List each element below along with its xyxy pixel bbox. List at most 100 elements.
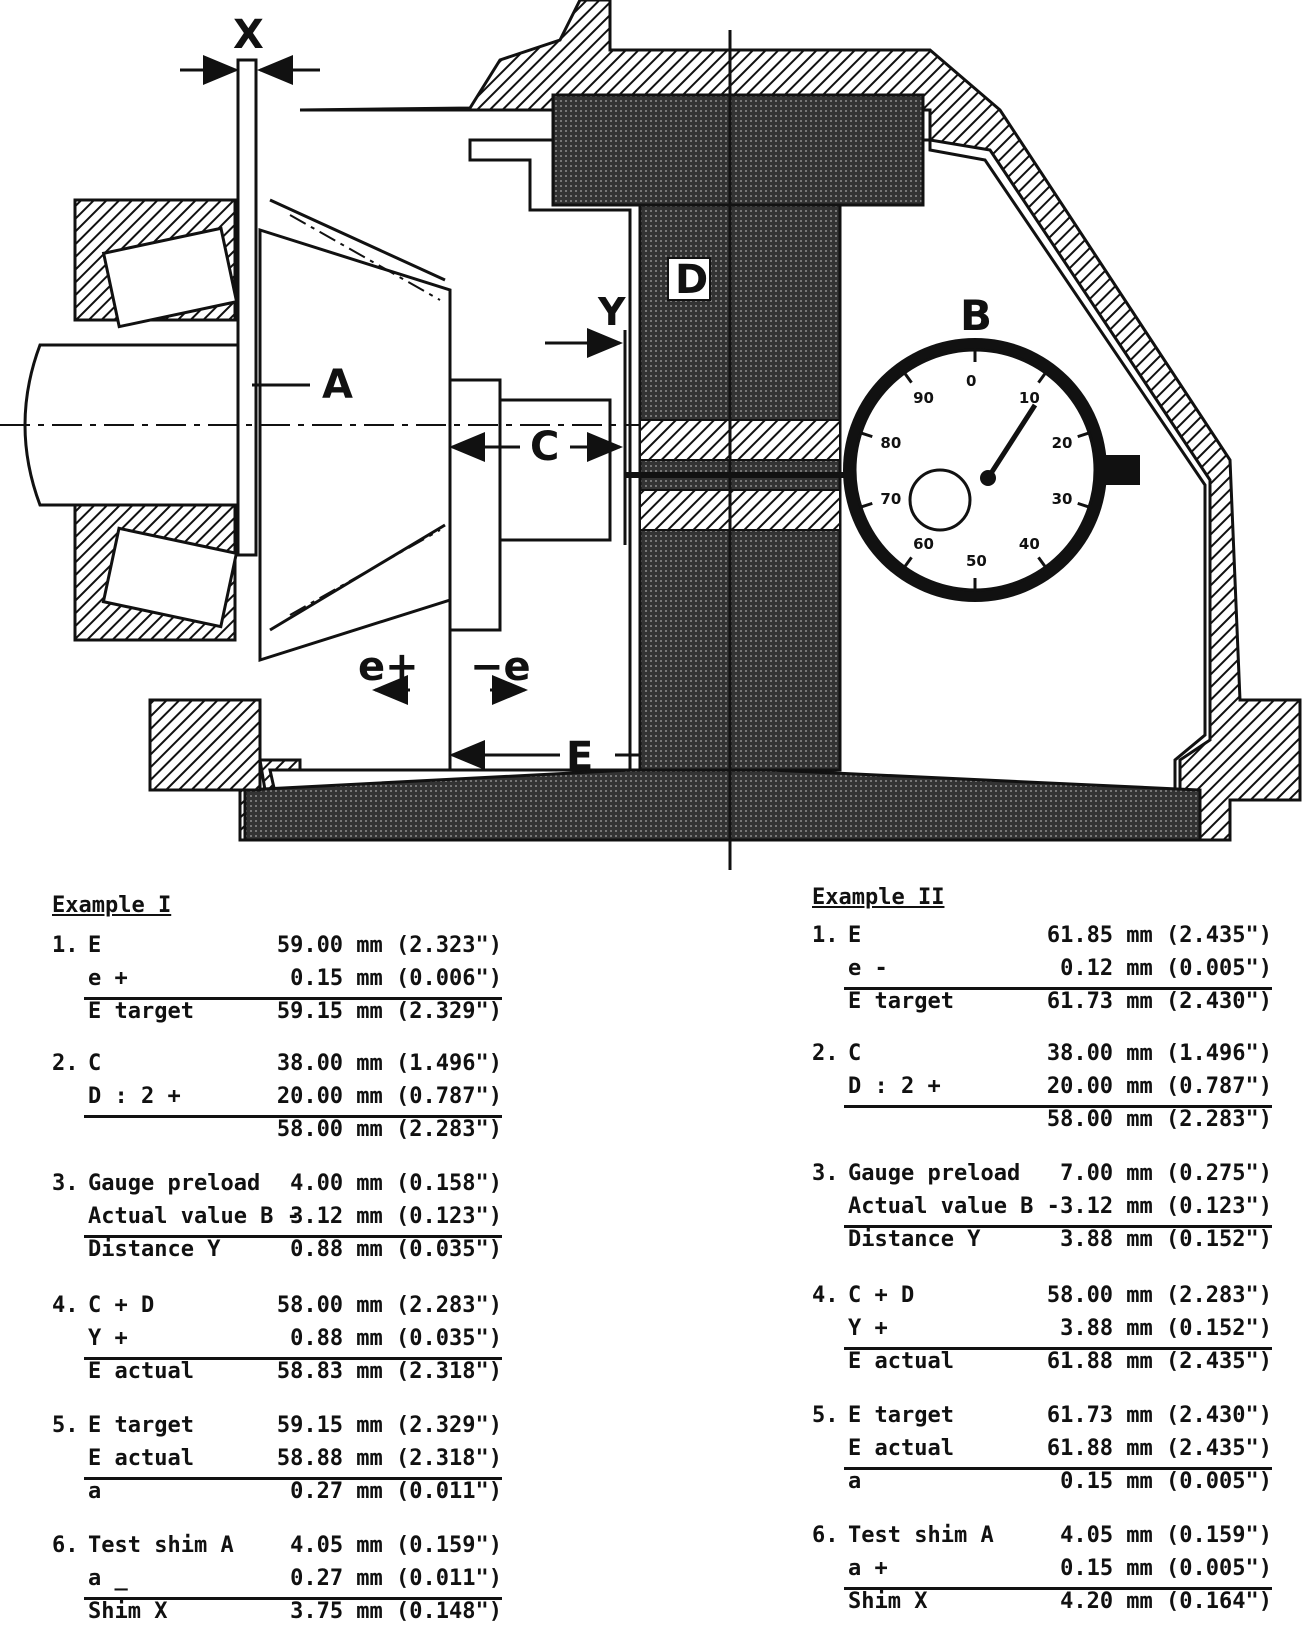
- label-y: Y: [597, 290, 626, 334]
- step-value: 61.73 mm (2.430"): [1046, 989, 1272, 1014]
- step-label: Gauge preload: [88, 1171, 261, 1196]
- step-label: e -: [848, 956, 888, 981]
- step-row: Y + 3.88 mm (0.152"): [812, 1318, 1272, 1348]
- step-row: 4. C + D 58.00 mm (2.283"): [52, 1295, 502, 1325]
- step-value: 0.27 mm (0.011"): [290, 1566, 502, 1591]
- step-value: 3.12 mm (0.123"): [1060, 1194, 1272, 1219]
- label-b: B: [960, 291, 992, 340]
- label-e-plus: e+: [358, 644, 419, 690]
- step-value: 59.00 mm (2.323"): [276, 933, 502, 958]
- step-label: E actual: [88, 1446, 194, 1471]
- sum-rule: [844, 1587, 1272, 1590]
- step-number: 6.: [812, 1523, 839, 1548]
- step-value: 0.27 mm (0.011"): [290, 1479, 502, 1504]
- step-number: 5.: [812, 1403, 839, 1428]
- step-row: 3. Gauge preload 7.00 mm (0.275"): [812, 1163, 1272, 1193]
- step-label: Shim X: [88, 1599, 168, 1624]
- dial-tick: [1037, 372, 1047, 384]
- step-label: a +: [848, 1556, 888, 1581]
- step-label: E target: [848, 989, 954, 1014]
- step-row: Y + 0.88 mm (0.035"): [52, 1328, 502, 1358]
- step-value: 38.00 mm (1.496"): [1046, 1041, 1272, 1066]
- step-value: 59.15 mm (2.329"): [276, 1413, 502, 1438]
- dial-tick: [860, 431, 873, 439]
- step-value: 4.20 mm (0.164"): [1060, 1589, 1272, 1614]
- step-label: Y +: [848, 1316, 888, 1341]
- step-value: 20.00 mm (0.787"): [1046, 1074, 1272, 1099]
- step-value: 58.83 mm (2.318"): [276, 1359, 502, 1384]
- step-label: Gauge preload: [848, 1161, 1021, 1186]
- step-number: 3.: [52, 1171, 79, 1196]
- step-label: C: [848, 1041, 862, 1066]
- label-a: A: [322, 362, 353, 408]
- step-label: Y +: [88, 1326, 128, 1351]
- step-row: 3. Gauge preload 4.00 mm (0.158"): [52, 1173, 502, 1203]
- step-value: 20.00 mm (0.787"): [276, 1084, 502, 1109]
- dial-number: 0: [966, 372, 976, 390]
- step-label: a: [848, 1469, 862, 1494]
- sum-rule: [84, 1357, 502, 1360]
- label-minus-e: −e: [470, 644, 531, 690]
- step-row: e +0.15 mm (0.006"): [52, 968, 502, 998]
- dial-number: 50: [966, 552, 987, 570]
- example1-title: Example I: [52, 893, 172, 918]
- step-row: a +0.15 mm (0.005"): [812, 1558, 1272, 1588]
- step-value: 58.00 mm (2.283"): [276, 1293, 502, 1318]
- step-value: 61.88 mm (2.435"): [1046, 1436, 1272, 1461]
- dial-number: 30: [1052, 490, 1073, 508]
- step-row: E actual 61.88 mm (2.435"): [812, 1438, 1272, 1468]
- step-row: Shim X 3.75 mm (0.148"): [52, 1601, 502, 1631]
- step-label: E: [88, 933, 102, 958]
- step-value: 61.73 mm (2.430"): [1046, 1403, 1272, 1428]
- step-value: 7.00 mm (0.275"): [1060, 1161, 1272, 1186]
- step-label: Test shim A: [848, 1523, 994, 1548]
- step-label: Actual value B -: [848, 1194, 1060, 1219]
- step-label: C + D: [848, 1283, 915, 1308]
- step-row: 58.00 mm (2.283"): [812, 1109, 1272, 1139]
- dial-number: 20: [1052, 434, 1073, 452]
- step-number: 4.: [812, 1283, 839, 1308]
- sum-rule: [84, 1477, 502, 1480]
- step-label: a: [88, 1479, 102, 1504]
- step-row: Shim X 4.20 mm (0.164"): [812, 1591, 1272, 1621]
- dimension-lines: [180, 55, 640, 770]
- sum-rule: [844, 1467, 1272, 1470]
- sum-rule: [84, 1597, 502, 1600]
- step-row: a _0.27 mm (0.011"): [52, 1568, 502, 1598]
- step-label: Shim X: [848, 1589, 928, 1614]
- step-number: 4.: [52, 1293, 79, 1318]
- step-value: 0.88 mm (0.035"): [290, 1326, 502, 1351]
- step-number: 6.: [52, 1533, 79, 1558]
- step-value: 3.88 mm (0.152"): [1060, 1316, 1272, 1341]
- step-row: 4. C + D 58.00 mm (2.283"): [812, 1285, 1272, 1315]
- dial-number: 90: [913, 389, 934, 407]
- step-number: 2.: [52, 1051, 79, 1076]
- step-row: e - 0.12 mm (0.005"): [812, 958, 1272, 988]
- dial-tick: [860, 501, 873, 509]
- step-label: C + D: [88, 1293, 155, 1318]
- sum-rule: [844, 1225, 1272, 1228]
- step-row: Actual value B -3.12 mm (0.123"): [812, 1196, 1272, 1226]
- step-value: 0.12 mm (0.005"): [1060, 956, 1272, 981]
- step-value: 4.00 mm (0.158"): [290, 1171, 502, 1196]
- step-value: 3.12 mm (0.123"): [290, 1204, 502, 1229]
- dial-tick: [1077, 501, 1090, 509]
- label-x: X: [233, 12, 264, 58]
- step-value: 3.75 mm (0.148"): [290, 1599, 502, 1624]
- step-value: 61.85 mm (2.435"): [1046, 923, 1272, 948]
- label-e: E: [566, 734, 593, 780]
- step-label: E actual: [848, 1436, 954, 1461]
- step-row: E target 61.73 mm (2.430"): [812, 991, 1272, 1021]
- step-row: 58.00 mm (2.283"): [52, 1119, 502, 1149]
- step-value: 0.88 mm (0.035"): [290, 1237, 502, 1262]
- label-c: C: [530, 424, 559, 470]
- step-value: 58.00 mm (2.283"): [1046, 1283, 1272, 1308]
- step-number: 3.: [812, 1161, 839, 1186]
